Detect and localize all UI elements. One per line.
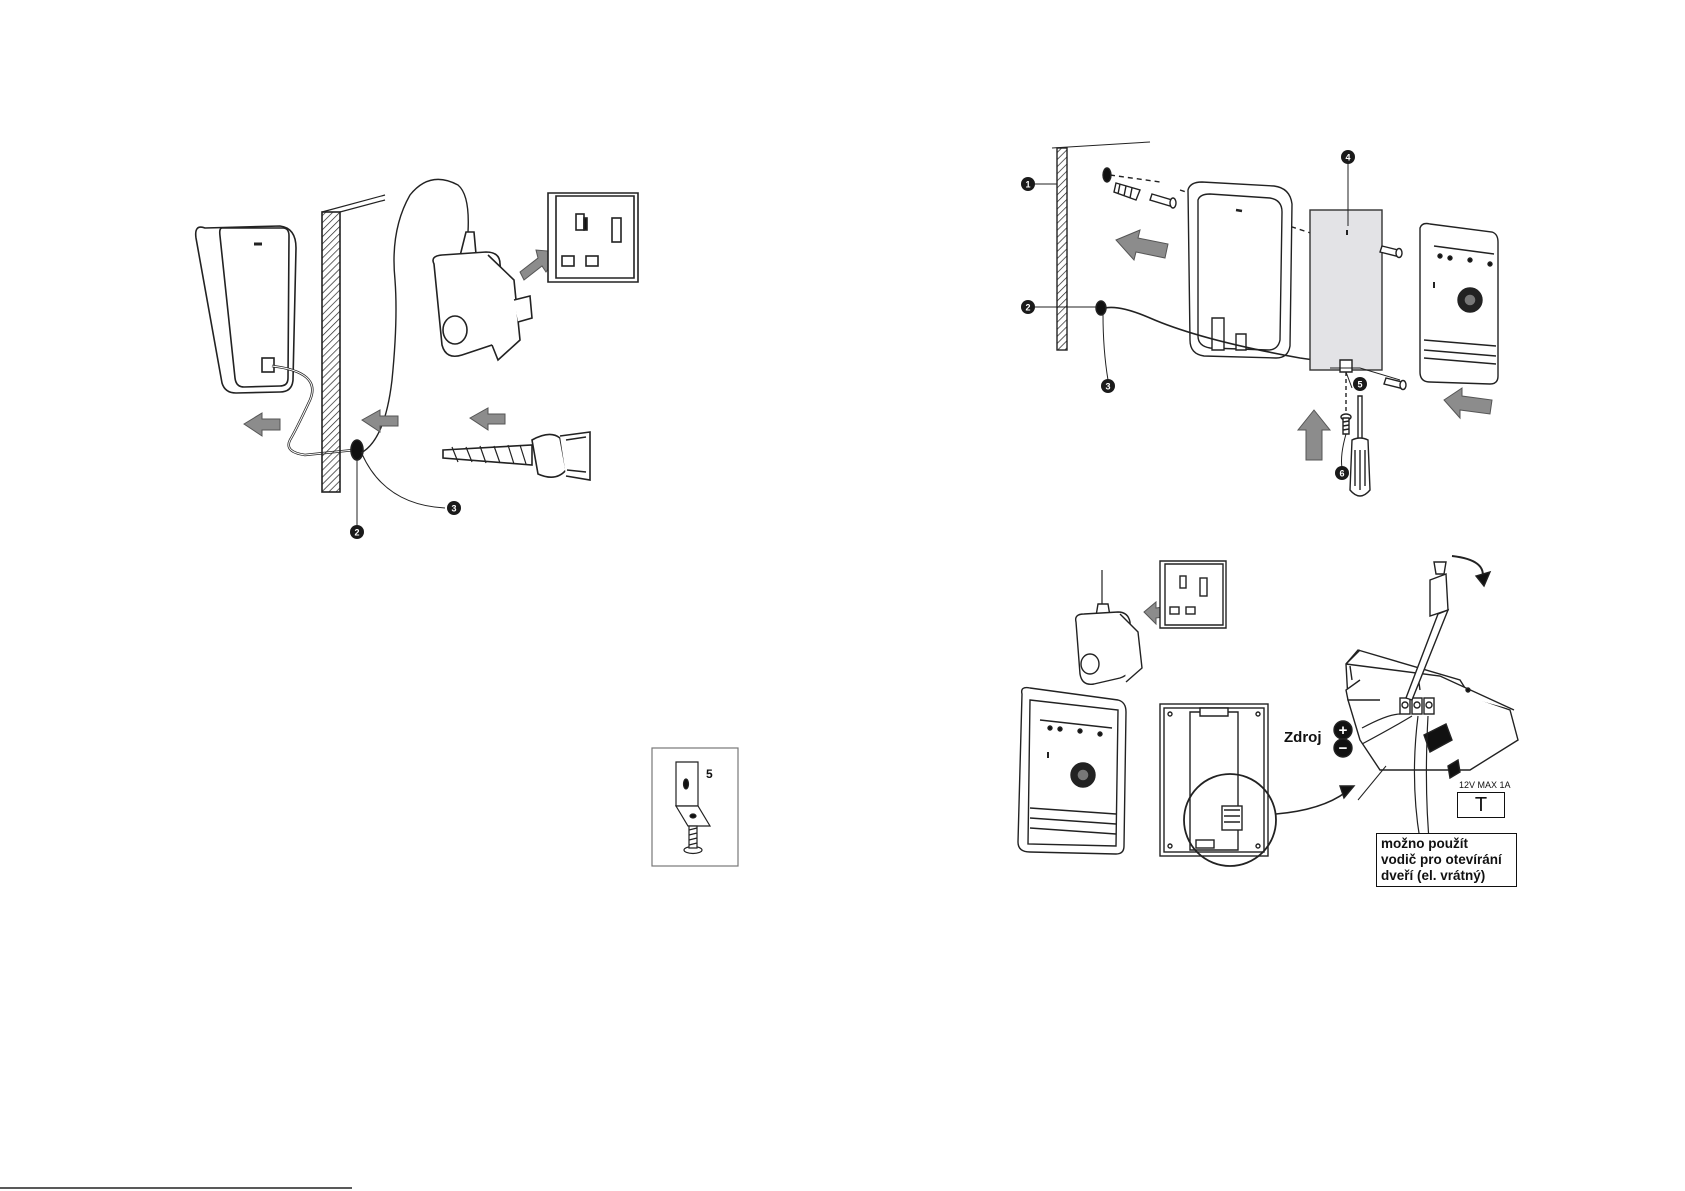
wall-hole [351,440,363,460]
screw-right-top [1150,194,1176,208]
power-adapter-left [433,232,532,360]
inset-part-number: 5 [706,767,713,781]
left-mounting-diagram [196,179,638,525]
callout-6-right-text: 6 [1339,469,1344,479]
door-release-note: možno použít vodič pro otevírání dveří (… [1376,833,1517,887]
callout-3-left-text: 2 [354,528,359,538]
minus-symbol: − [1339,740,1348,757]
arrow-left-2 [362,410,398,432]
bottom-screw [1341,414,1351,434]
outdoor-unit-front [1018,688,1126,854]
arrow-left-3 [470,408,505,430]
note-line-1: možno použít [1381,836,1512,852]
power-adapter-right [1076,604,1142,684]
power-label: Zdroj [1284,729,1322,746]
terminal-closeup [1346,650,1518,778]
arrow-up [1298,410,1330,460]
screw-plate-top [1380,246,1402,258]
left-callouts: 3 2 [350,501,461,539]
inset-screw [684,826,702,854]
callout-5-right-text: 5 [1357,380,1362,390]
screw-and-plug [443,432,590,480]
wall-socket-left [548,193,638,282]
callout-3-right-text: 3 [1105,382,1110,392]
outdoor-front-panel [1420,224,1498,385]
callout-1-right-text: 1 [1025,180,1030,190]
arrow-toward-plate [1444,388,1492,418]
wall-plug-right [1114,183,1140,200]
note-line-3: dveří (el. vrátný) [1381,868,1512,884]
wall-section-right [1057,148,1067,350]
note-line-2: vodič pro otevírání [1381,852,1512,868]
relay-spec-label: 12V MAX 1A [1459,780,1511,790]
leader-3-right [1103,314,1108,380]
arrow-left-1 [244,413,280,436]
screwdriver-right-top [1350,396,1370,496]
right-top-mounting-diagram [1030,142,1498,496]
outdoor-back-housing [1188,182,1292,358]
bracket-inset [652,748,738,866]
screw-plate-bottom [1384,378,1406,390]
callout-2-right-text: 2 [1025,303,1030,313]
callout-4-right-text: 4 [1345,153,1350,163]
arrow-toward-wall [1116,230,1168,260]
terminal-label-box: T [1457,792,1505,818]
wall-socket-right [1160,561,1226,628]
leader-2-left [362,454,445,508]
plus-symbol: + [1339,722,1348,739]
right-bottom-wiring-diagram [1018,556,1518,866]
magnify-arrow [1276,792,1346,814]
wall-hole-right [1096,301,1106,315]
callout-2-left-text: 3 [451,504,456,514]
